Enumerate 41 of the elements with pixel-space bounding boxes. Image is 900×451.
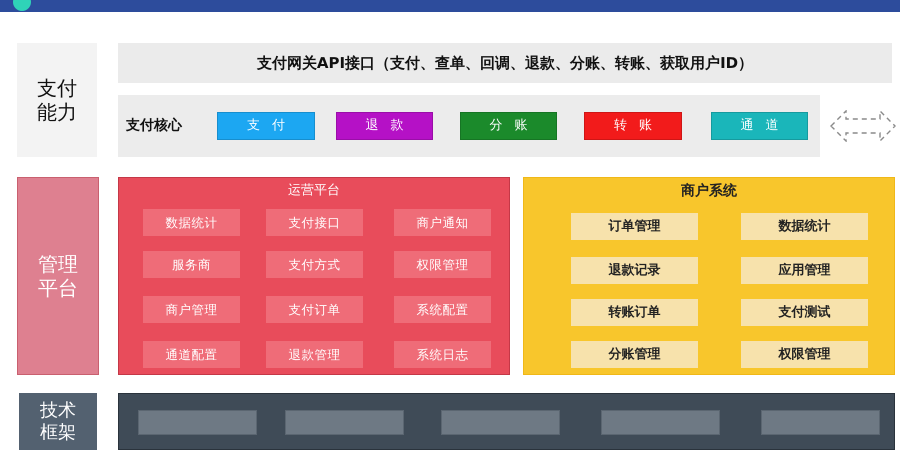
module-box: 订单管理 [571,213,698,240]
module-box: 商户管理 [143,296,240,323]
interface-bar: 支付网关API接口（支付、查单、回调、退款、分账、转账、获取用户ID） [118,43,892,83]
module-box: 权限管理 [394,251,491,278]
module-box: 退款管理 [266,341,363,368]
function-box: 转账 [584,112,682,140]
framework-panel [118,393,895,450]
module-box: 支付接口 [266,209,363,236]
function-box: 退款 [336,112,433,140]
function-box: 分账 [460,112,557,140]
module-box: 转账订单 [571,299,698,326]
empty-box [761,410,880,435]
module-box: 数据统计 [143,209,240,236]
module-box: 支付订单 [266,296,363,323]
module-box: 退款记录 [571,257,698,284]
module-box: 系统配置 [394,296,491,323]
empty-box [441,410,560,435]
panel-title: 支付核心 [126,118,182,134]
module-box: 应用管理 [741,257,868,284]
module-box: 通道配置 [143,341,240,368]
module-box: 服务商 [143,251,240,278]
function-box: 通道 [711,112,808,140]
layer-label: 支付能力 [17,43,97,157]
panel-title: 商户系统 [681,183,737,200]
empty-box [285,410,404,435]
module-box: 商户通知 [394,209,491,236]
platform-panel [523,177,895,375]
platform-panel [118,177,510,375]
module-box: 支付方式 [266,251,363,278]
module-box: 支付测试 [741,299,868,326]
function-box: 支付 [217,112,315,140]
panel-title: 运营平台 [288,183,340,199]
module-box: 分账管理 [571,341,698,368]
core-panel [118,95,820,157]
module-box: 数据统计 [741,213,868,240]
empty-box [138,410,257,435]
layer-label: 管理平台 [17,177,99,375]
layer-label: 技术框架 [19,393,97,450]
module-box: 权限管理 [741,341,868,368]
module-box: 系统日志 [394,341,491,368]
empty-box [601,410,720,435]
